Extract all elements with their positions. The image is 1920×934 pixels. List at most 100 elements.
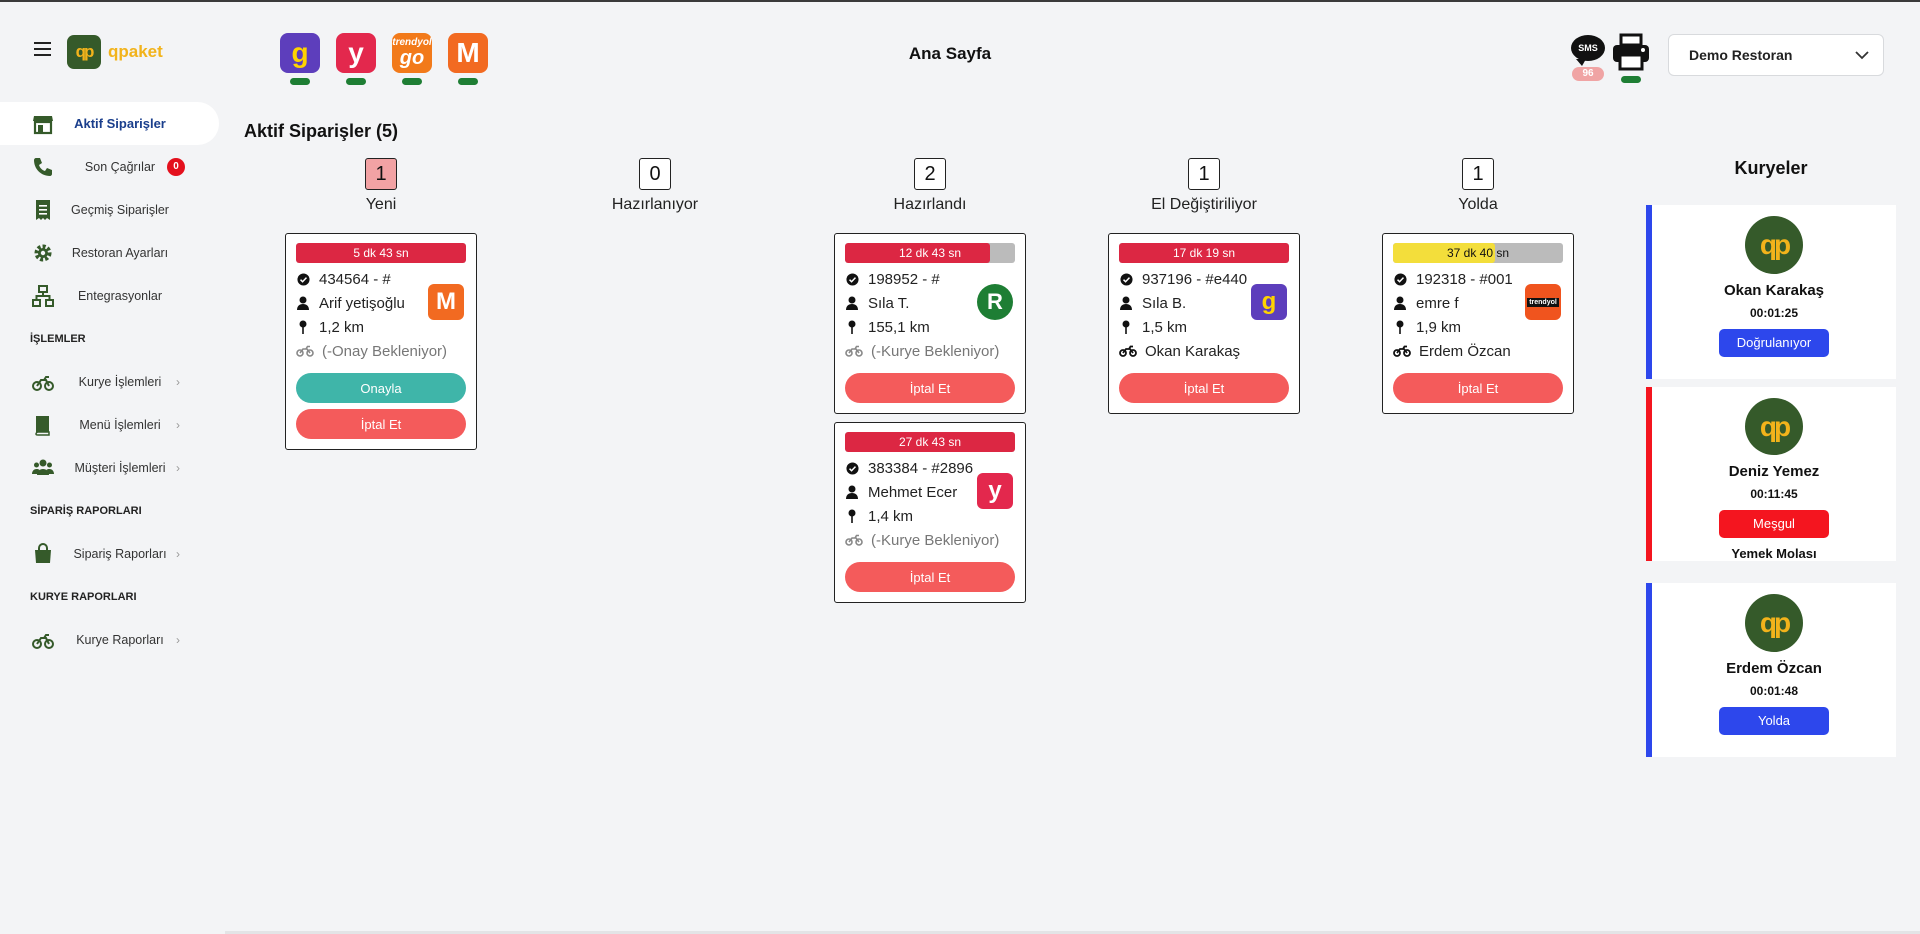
cancel-button[interactable]: İptal Et [296,409,466,439]
cancel-button[interactable]: İptal Et [1119,373,1289,403]
menu-toggle-icon[interactable] [34,42,51,56]
sms-count-badge: 96 [1572,67,1604,81]
horizontal-scrollbar[interactable] [225,931,1920,934]
cancel-button[interactable]: İptal Et [845,562,1015,592]
column-header: 1 Yolda [1382,158,1574,233]
motorcycle-icon [1119,344,1137,358]
sidebar-item-past-orders[interactable]: Geçmiş Siparişler [0,188,220,231]
platform-getir[interactable]: g [280,33,320,85]
order-card[interactable]: 37 dk 40 sn 192318 - #001 emre f 1,9 km … [1382,233,1574,414]
shopping-bag-icon [35,543,51,563]
motorcycle-icon [32,634,54,649]
order-id-row: 383384 - #2896 [845,456,1015,480]
platform-trendyol-go[interactable]: trendyol go [392,33,432,85]
sidebar-item-label: Müşteri İşlemleri [74,460,166,475]
order-id: 198952 - # [868,270,940,288]
order-card[interactable]: 27 dk 43 sn 383384 - #2896 Mehmet Ecer 1… [834,422,1026,603]
order-card[interactable]: 17 dk 19 sn 937196 - #e440 Sıla B. 1,5 k… [1108,233,1300,414]
courier-row: Erdem Özcan [1393,339,1563,363]
order-details: 937196 - #e440 Sıla B. 1,5 km Okan Karak… [1119,267,1289,363]
active-orders-title: Aktif Siparişler (5) [244,121,399,141]
timer-progress-fill [1119,243,1289,263]
platform-online-indicator [402,78,422,85]
distance: 1,2 km [319,318,365,336]
courier-card[interactable]: qp Erdem Özcan 00:01:48 Yolda [1646,583,1896,757]
map-pin-icon [1393,320,1407,334]
sidebar-item-menu-ops[interactable]: Menü İşlemleri › [0,403,220,446]
sms-button[interactable]: SMS 96 [1571,35,1605,81]
sidebar-item-order-reports[interactable]: Sipariş Raporları › [0,532,220,575]
avatar: qp [1745,216,1803,274]
sidebar-item-recent-calls[interactable]: Son Çağrılar 0 [0,145,220,188]
timer-text: 27 dk 43 sn [898,435,962,449]
courier-status: (-Kurye Bekleniyor) [871,531,1000,549]
platform-online-indicator [458,78,478,85]
distance: 1,4 km [868,507,914,525]
approve-button[interactable]: Onayla [296,373,466,403]
trendyol-go-letter: go [399,47,425,69]
courier-card[interactable]: qp Deniz Yemez 00:11:45 Meşgul Yemek Mol… [1646,387,1896,561]
sidebar-item-restaurant-settings[interactable]: Restoran Ayarları [0,231,220,274]
cancel-button[interactable]: İptal Et [1393,373,1563,403]
order-id: 937196 - #e440 [1142,270,1248,288]
distance-row: 1,4 km [845,504,1015,528]
column-header: 1 El Değiştiriliyor [1108,158,1300,233]
customer-row: Sıla T. [845,291,1015,315]
logo[interactable]: qp qpaket [67,35,163,69]
migros-icon: M [448,33,488,73]
courier-time: 00:01:48 [1749,684,1799,698]
distance-row: 1,2 km [296,315,466,339]
column-count: 2 [914,158,946,190]
sidebar-item-customer-ops[interactable]: Müşteri İşlemleri › [0,446,220,489]
order-id: 434564 - # [319,270,391,288]
trendyol-icon: trendyol [1525,284,1561,320]
sidebar-item-courier-reports[interactable]: Kurye Raporları › [0,618,220,661]
column-new: 1 Yeni 5 dk 43 sn 434564 - # Arif yetişo… [285,158,477,458]
avatar: qp [1745,398,1803,455]
order-card[interactable]: 5 dk 43 sn 434564 - # Arif yetişoğlu 1,2… [285,233,477,450]
phone-icon [34,158,52,176]
page-title: Ana Sayfa [908,44,992,63]
order-card[interactable]: 12 dk 43 sn 198952 - # Sıla T. 155,1 km … [834,233,1026,414]
column-header: 0 Hazırlanıyor [559,158,751,233]
courier-status-button[interactable]: Yolda [1719,707,1829,735]
chevron-right-icon: › [176,417,180,432]
column-label: Yeni [365,196,397,213]
courier-status-button[interactable]: Meşgul [1719,510,1829,538]
timer-progress-fill [1393,243,1495,263]
column-on-the-way: 1 Yolda 37 dk 40 sn 192318 - #001 emre f… [1382,158,1574,422]
column-preparing: 0 Hazırlanıyor [559,158,751,233]
courier-time: 00:11:45 [1750,487,1798,501]
timer-progress-fill [845,243,990,263]
order-id-row: 937196 - #e440 [1119,267,1289,291]
section-courier-reports: KURYE RAPORLARI [30,590,137,603]
printer-button[interactable] [1611,33,1651,83]
customer-row: Mehmet Ecer [845,480,1015,504]
sidebar-item-label: Geçmiş Siparişler [71,202,169,217]
platform-yemeksepeti[interactable]: y [336,33,376,85]
courier-status-button[interactable]: Doğrulanıyor [1719,329,1829,357]
courier-row: Okan Karakaş [1119,339,1289,363]
courier-name: Erdem Özcan [1419,342,1511,360]
distance-row: 155,1 km [845,315,1015,339]
column-label: Hazırlanıyor [611,196,699,213]
order-timer: 17 dk 19 sn [1119,243,1289,263]
timer-text: 12 dk 43 sn [898,246,962,260]
timer-text: 17 dk 19 sn [1172,246,1236,260]
motorcycle-icon [32,376,54,391]
top-header: qp qpaket g y trendyol go M Ana Sayfa SM… [0,2,1920,102]
sidebar-item-label: Menü İşlemleri [79,417,161,432]
cancel-button[interactable]: İptal Et [845,373,1015,403]
platform-online-indicator [346,78,366,85]
restaurant-select[interactable]: Demo Restoran [1668,34,1884,76]
couriers-title: Kuryeler [1734,158,1808,178]
store-icon [33,116,53,135]
map-pin-icon [296,320,310,334]
courier-card[interactable]: qp Okan Karakaş 00:01:25 Doğrulanıyor [1646,205,1896,379]
sidebar-item-active-orders[interactable]: Aktif Siparişler [0,102,219,145]
sidebar-item-courier-ops[interactable]: Kurye İşlemleri › [0,360,220,403]
user-icon [845,485,859,499]
sidebar-item-integrations[interactable]: Entegrasyonlar [0,274,220,317]
chevron-right-icon: › [176,374,180,389]
platform-migros[interactable]: M [448,33,488,85]
